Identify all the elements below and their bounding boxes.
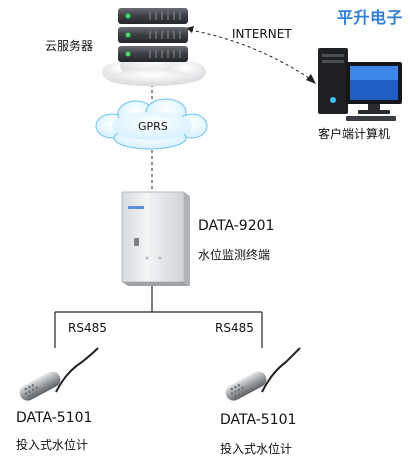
connection-lines — [54, 29, 313, 348]
computer-icon — [318, 48, 402, 121]
arrow-left-icon — [186, 26, 194, 33]
water-level-probe-icon-left — [19, 347, 99, 401]
internet-link — [189, 29, 313, 81]
terminal-model-label: DATA-9201 — [198, 218, 275, 234]
client-pc-label: 客户端计算机 — [318, 127, 391, 141]
water-level-probe-icon-right — [225, 347, 301, 401]
gprs-cloud-icon — [95, 98, 208, 150]
rs485-right-label: RS485 — [215, 321, 254, 335]
sensor-left-name-label: 投入式水位计 — [16, 438, 89, 452]
sensor-right-name-label: 投入式水位计 — [220, 442, 293, 456]
rs485-left-label: RS485 — [68, 321, 107, 335]
internet-label: INTERNET — [232, 27, 292, 41]
server-icon — [118, 8, 188, 62]
sensor-right-model-label: DATA-5101 — [220, 412, 297, 428]
terminal-name-label: 水位监测终端 — [198, 248, 271, 262]
sensor-left-model-label: DATA-5101 — [16, 410, 93, 426]
brand-logo-text: 平升电子 — [337, 8, 404, 27]
gprs-label: GPRS — [138, 120, 168, 133]
arrow-right-icon — [306, 74, 316, 84]
terminal-cabinet-icon — [121, 191, 190, 286]
cloud-server-label: 云服务器 — [45, 39, 94, 53]
